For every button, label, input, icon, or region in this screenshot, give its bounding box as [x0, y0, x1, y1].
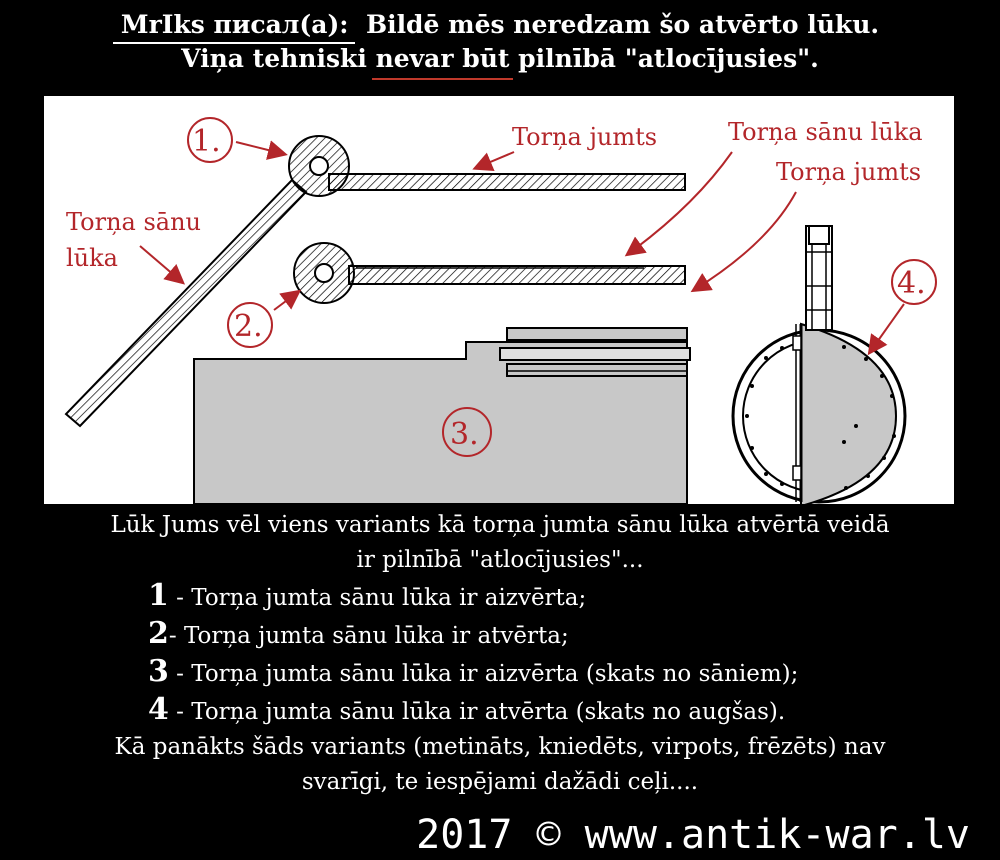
- copyright-footer: 2017 © www.antik-war.lv: [416, 812, 970, 858]
- label-side-hatch-right: Torņa sānu lūka: [728, 118, 923, 146]
- roof-plate-closed: [288, 135, 686, 197]
- header-line-2-b: pilnībā "atlocījusies".: [518, 44, 819, 73]
- outro-line-1: Kā panākts šāds variants (metināts, knie…: [114, 734, 886, 760]
- label-side-hatch-left-2: lūka: [66, 244, 118, 272]
- list-item: 3 - Torņa jumta sānu lūka ir aizvērta (s…: [0, 654, 1000, 692]
- list-number: 3: [148, 654, 169, 689]
- list-number: 1: [148, 578, 169, 613]
- list-text: - Torņa jumta sānu lūka ir aizvērta (ska…: [168, 661, 799, 687]
- marker-2: 2.: [227, 302, 273, 348]
- list-text: - Torņa jumta sānu lūka ir aizvērta;: [168, 585, 587, 611]
- intro-line-2: ir pilnībā "atlocījusies"...: [356, 547, 644, 573]
- list-item: 2- Torņa jumta sānu lūka ir atvērta;: [0, 616, 1000, 654]
- label-roof-right: Torņa jumts: [776, 158, 921, 186]
- svg-text:1.: 1.: [192, 124, 221, 159]
- list-number: 4: [148, 692, 169, 727]
- description: Lūk Jums vēl viens variants kā torņa jum…: [0, 508, 1000, 800]
- list-text: - Torņa jumta sānu lūka ir atvērta (skat…: [168, 699, 786, 725]
- list-number: 2: [148, 616, 169, 651]
- header-line-2: Viņa tehniski nevar būt pilnībā "atlocīj…: [0, 42, 1000, 80]
- marker-3: 3.: [442, 407, 492, 457]
- header-line-1: MrIks писал(а): Bildē mēs neredzam šo at…: [0, 8, 1000, 44]
- hatch-side-view: [193, 327, 691, 504]
- roof-plate-open: [293, 242, 686, 304]
- list-item: 4 - Torņa jumta sānu lūka ir atvērta (sk…: [0, 692, 1000, 730]
- header: MrIks писал(а): Bildē mēs neredzam šo at…: [0, 8, 1000, 80]
- hatch-diagram: 1. 2. 3. 4. Torņa jumts Torņa sānu lūka …: [64, 117, 937, 504]
- list-item: 1 - Torņa jumta sānu lūka ir aizvērta;: [0, 578, 1000, 616]
- header-line-1-text: Bildē mēs neredzam šo atvērto lūku.: [365, 10, 880, 39]
- quote-author: MrIks писал(а):: [112, 8, 355, 44]
- svg-text:3.: 3.: [450, 417, 479, 452]
- header-line-2-a: Viņa tehniski: [181, 44, 367, 73]
- diagram-panel: 1. 2. 3. 4. Torņa jumts Torņa sānu lūka …: [44, 96, 954, 504]
- marker-4: 4.: [891, 259, 937, 305]
- label-side-hatch-left: Torņa sānu: [66, 208, 201, 236]
- header-emphasis: nevar būt: [371, 42, 514, 80]
- svg-text:2.: 2.: [234, 309, 263, 344]
- intro-line-1: Lūk Jums vēl viens variants kā torņa jum…: [110, 512, 890, 538]
- hatch-top-view: [731, 225, 907, 504]
- svg-text:4.: 4.: [897, 266, 926, 301]
- outro-line-2: svarīgi, te iespējami dažādi ceļi....: [301, 769, 699, 795]
- list-text: - Torņa jumta sānu lūka ir atvērta;: [168, 623, 569, 649]
- marker-1: 1.: [187, 117, 233, 163]
- label-roof-top: Torņa jumts: [512, 123, 657, 151]
